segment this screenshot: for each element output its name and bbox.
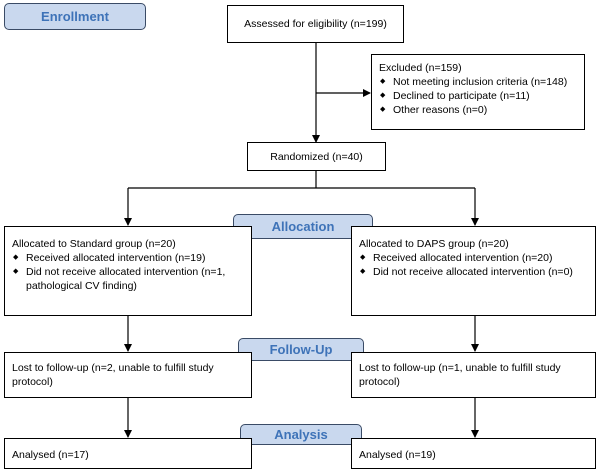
randomized-label: Randomized (n=40) — [270, 150, 363, 163]
daps-analysed-box: Analysed (n=19) — [351, 438, 596, 469]
daps-follow-up-label: Lost to follow-up (n=1, unable to fulfil… — [359, 362, 561, 388]
randomized-box: Randomized (n=40) — [247, 142, 386, 171]
standard-follow-up-label: Lost to follow-up (n=2, unable to fulfil… — [12, 362, 214, 388]
excluded-box: Excluded (n=159) Not meeting inclusion c… — [371, 54, 585, 130]
daps-allocation-box: Allocated to DAPS group (n=20) Received … — [351, 226, 596, 316]
standard-analysed-label: Analysed (n=17) — [12, 449, 89, 461]
assessed-box: Assessed for eligibility (n=199) — [227, 5, 404, 43]
standard-allocation-box: Allocated to Standard group (n=20) Recei… — [4, 226, 252, 316]
enrollment-stage-label: Enrollment — [4, 3, 146, 30]
standard-intervention-item: Did not receive allocated intervention (… — [12, 265, 245, 293]
excluded-title: Excluded (n=159) — [379, 62, 462, 74]
standard-allocated-label: Allocated to Standard group (n=20) — [12, 238, 176, 250]
daps-allocated-label: Allocated to DAPS group (n=20) — [359, 238, 509, 250]
daps-follow-up-box: Lost to follow-up (n=1, unable to fulfil… — [351, 352, 596, 398]
standard-follow-up-box: Lost to follow-up (n=2, unable to fulfil… — [4, 352, 252, 398]
assessed-label: Assessed for eligibility (n=199) — [244, 18, 387, 30]
daps-analysed-label: Analysed (n=19) — [359, 449, 436, 461]
standard-intervention-list: Received allocated intervention (n=19) D… — [12, 251, 245, 293]
follow-up-stage-label: Follow-Up — [238, 338, 364, 361]
excluded-reasons-list: Not meeting inclusion criteria (n=148) D… — [379, 75, 584, 117]
excluded-reason-item: Not meeting inclusion criteria (n=148) — [379, 75, 584, 89]
excluded-reason-item: Declined to participate (n=11) — [379, 89, 584, 103]
analysis-stage-label: Analysis — [240, 424, 362, 445]
standard-analysed-box: Analysed (n=17) — [4, 438, 252, 469]
standard-intervention-item: Received allocated intervention (n=19) — [12, 251, 245, 265]
excluded-reason-item: Other reasons (n=0) — [379, 103, 584, 117]
daps-intervention-item: Did not receive allocated intervention (… — [359, 265, 589, 279]
daps-intervention-list: Received allocated intervention (n=20) D… — [359, 251, 589, 279]
daps-intervention-item: Received allocated intervention (n=20) — [359, 251, 589, 265]
